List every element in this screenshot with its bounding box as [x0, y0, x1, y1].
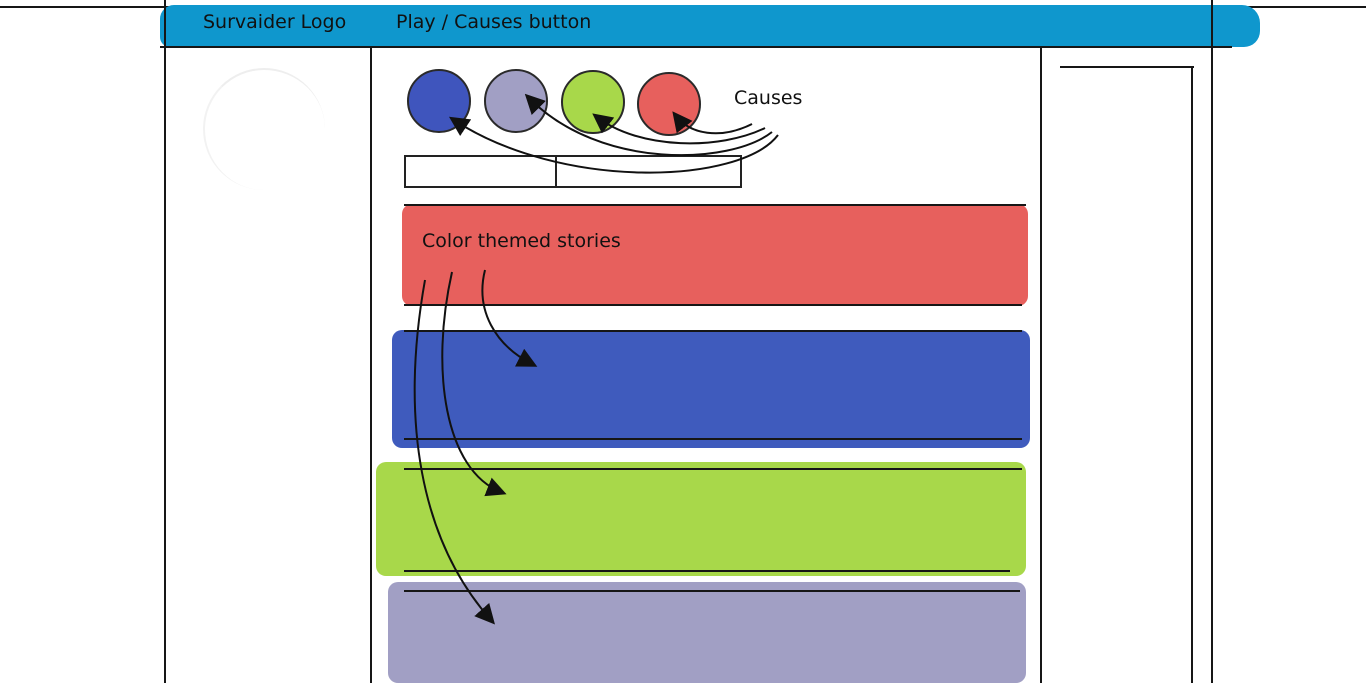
arrow-to-lavender-story — [413, 279, 495, 625]
right-frame-line — [1211, 0, 1213, 683]
causes-annotation: Causes — [734, 87, 803, 109]
content-right-line — [1040, 48, 1042, 683]
arrow-to-green-cause — [592, 113, 766, 145]
content-left-line — [370, 48, 372, 683]
story-outline-bottom-1 — [404, 304, 1022, 306]
story-outline-top-4 — [404, 590, 1020, 592]
story-outline-top-1 — [404, 204, 1026, 206]
arrow-to-red-cause — [672, 111, 753, 135]
tab-2[interactable] — [555, 155, 742, 188]
story-card-red[interactable] — [402, 204, 1028, 306]
sidebar-top-line — [1060, 66, 1194, 68]
story-outline-bottom-2 — [404, 438, 1022, 440]
arrow-to-blue-cause — [448, 116, 779, 174]
story-outline-top-3 — [404, 468, 1022, 470]
top-nav-bar — [160, 5, 1260, 47]
faint-avatar-sketch — [203, 68, 325, 190]
arrow-to-blue-story — [481, 269, 538, 367]
sidebar-right-line — [1191, 66, 1193, 683]
nav-bottom-line — [160, 46, 1232, 48]
logo[interactable]: Survaider Logo — [203, 11, 347, 33]
story-outline-top-2 — [404, 330, 1022, 332]
arrow-to-lavender-cause — [524, 93, 773, 157]
stories-annotation: Color themed stories — [422, 230, 621, 252]
story-card-lavender[interactable] — [388, 582, 1026, 683]
story-outline-bottom-3 — [404, 570, 1010, 572]
play-causes-button[interactable]: Play / Causes button — [396, 11, 592, 33]
story-card-blue[interactable] — [392, 330, 1030, 448]
arrow-to-green-story — [441, 271, 507, 497]
left-frame-line — [164, 0, 166, 683]
